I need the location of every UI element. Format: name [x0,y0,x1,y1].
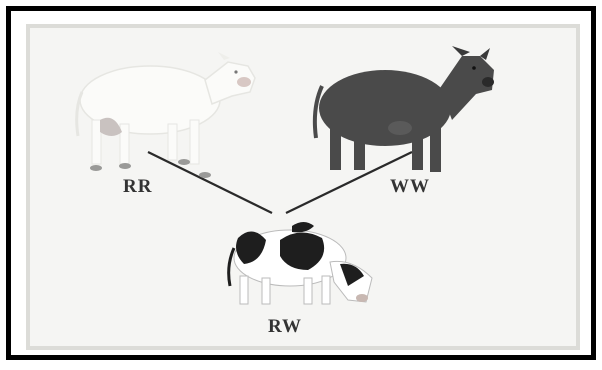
white-cow-icon [75,52,256,178]
label-rw: RW [268,316,303,337]
dark-cow-icon [312,46,494,172]
line-ww-to-rw [285,151,413,214]
label-ww: WW [390,176,430,197]
line-rr-to-rw [147,151,273,214]
label-rr: RR [123,176,153,197]
spotted-cow-icon [227,222,373,305]
